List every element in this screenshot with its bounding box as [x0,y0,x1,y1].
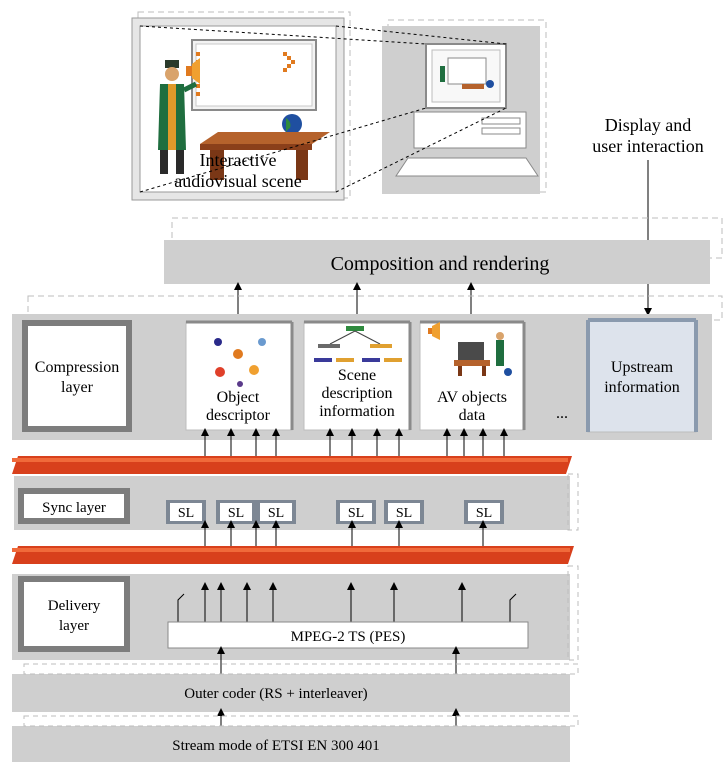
composition-label: Composition and rendering [331,253,550,275]
scene-description-line3: information [319,403,395,420]
sl-modules: SL SL SL SL SL SL [166,500,504,524]
desk-illustration [200,132,330,180]
scene-description-line2: description [321,385,392,402]
sl-label: SL [228,506,244,521]
sync-layer-label: Sync layer [42,500,106,516]
object-descriptor-line2: descriptor [206,407,271,424]
zoom-lines [139,25,507,193]
stream-to-outer-arrows [217,708,460,726]
object-descriptor-line1: Object [217,389,260,406]
compression-label-line1: Compression [35,359,119,376]
compression-layer-box [22,320,132,432]
computer-illustration [382,19,547,194]
upstream-information-box [586,318,698,433]
interface-bar-top [12,456,572,474]
upstream-line2: information [604,379,680,396]
outer-coder-band [12,663,579,712]
sync-input-arrows [201,520,487,548]
sl-label: SL [268,506,284,521]
stream-mode-band [12,715,579,762]
display-label-line1: Display and [605,115,691,135]
whiteboard-illustration [191,39,317,111]
sl-label: SL [348,506,364,521]
delivery-layer-box [18,576,130,652]
delivery-input-arrows [177,582,517,622]
sl-module: SL [166,500,206,524]
av-objects-line1: AV objects [437,389,507,406]
delivery-label-line1: Delivery [48,598,101,614]
compression-label-line2: layer [61,379,94,396]
scene-caption-line1: Interactive [200,150,277,170]
more-objects-ellipsis: ... [556,405,568,422]
delivery-label-line2: layer [59,618,89,634]
interface-bar-bottom [12,546,574,564]
stream-mode-label: Stream mode of ETSI EN 300 401 [172,738,379,754]
sl-module: SL [384,500,424,524]
speaker-icon [186,58,200,84]
av-objects-box [419,320,526,431]
sl-module: SL [336,500,376,524]
presenter-figure [158,60,198,174]
outer-coder-label: Outer coder (RS + interleaver) [184,686,367,702]
upstream-line1: Upstream [611,359,674,376]
sl-module: SL [256,500,296,524]
scene-description-box [303,320,412,431]
composition-layer [164,217,723,284]
sync-layer-box [18,488,130,524]
sl-module: SL [464,500,504,524]
display-label-line2: user interaction [592,136,703,156]
mpeg2-ts-box [167,621,529,649]
sl-label: SL [476,506,492,521]
object-descriptor-box [185,320,294,431]
scene-caption-line2: audiovisual scene [174,171,301,191]
sl-label: SL [178,506,194,521]
outer-to-delivery-arrows [217,646,460,674]
compression-input-arrows [201,428,508,456]
av-objects-line2: data [459,407,486,424]
sl-label: SL [396,506,412,521]
scene-description-line1: Scene [338,367,376,384]
sl-module: SL [216,500,256,524]
mpeg2-ts-label: MPEG-2 TS (PES) [291,629,406,645]
